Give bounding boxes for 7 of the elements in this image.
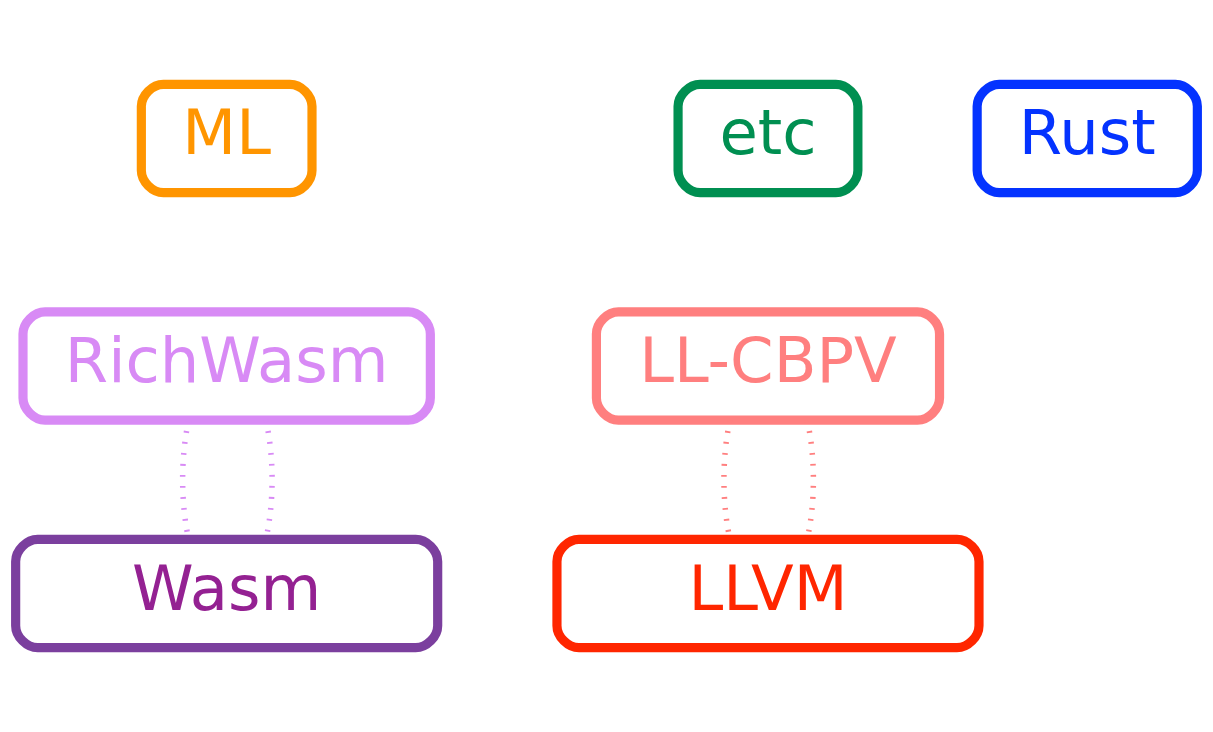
node-box: ML	[136, 79, 317, 198]
node-box: RichWasm	[18, 307, 435, 425]
node-box: Wasm	[11, 534, 443, 653]
node-box: LLVM	[552, 534, 984, 653]
node-box: Rust	[972, 79, 1202, 198]
node-box: LL-CBPV	[591, 307, 945, 425]
node-box: etc	[673, 79, 863, 198]
